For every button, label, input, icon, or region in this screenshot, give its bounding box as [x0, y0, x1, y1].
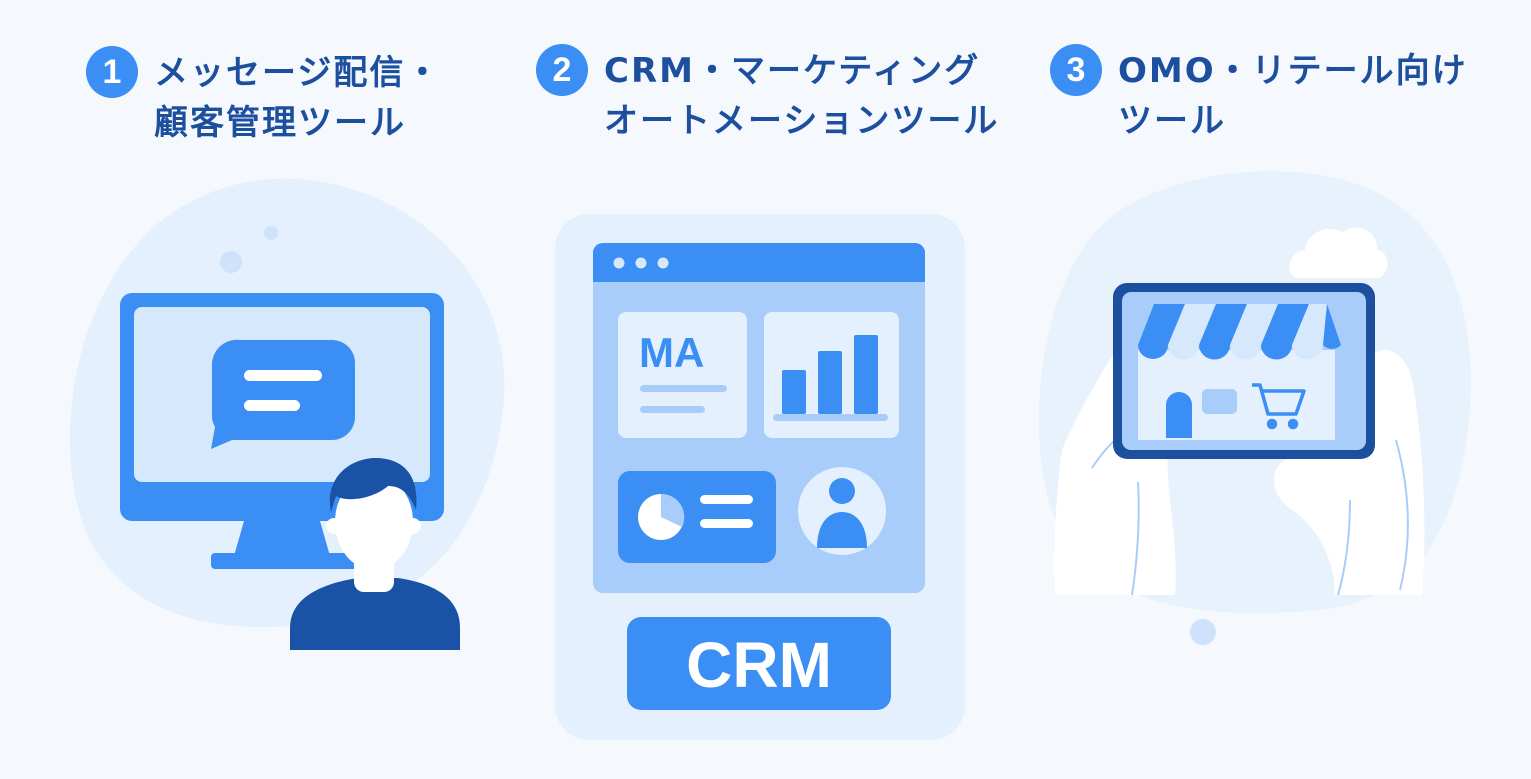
awning-stripes: [1138, 304, 1341, 360]
section-2-number-badge: 2: [536, 44, 588, 96]
pie-chart-icon: [638, 493, 685, 540]
crm-button-label: CRM: [686, 629, 832, 701]
section-2-title-line-1: CRM・マーケティング: [604, 51, 981, 91]
ma-card: MA: [618, 312, 747, 438]
user-avatar-icon: [798, 467, 886, 555]
bar-chart-icon: [773, 335, 888, 421]
crm-button[interactable]: CRM: [627, 617, 891, 710]
section-1-number-badge: 1: [86, 46, 138, 98]
section-3-title-line-1: OMO・リテール向け: [1118, 51, 1468, 91]
section-3-illustration: [1038, 171, 1471, 645]
bar-chart-card: [764, 312, 899, 438]
section-3-number-badge: 3: [1050, 44, 1102, 96]
section-1-title: メッセージ配信・ 顧客管理ツール: [154, 48, 441, 148]
section-1-title-line-1: メッセージ配信・: [154, 53, 442, 93]
section-2-illustration: MA: [555, 214, 965, 740]
storefront-icon: [1138, 304, 1341, 440]
hands-icon: [1054, 330, 1425, 596]
section-1-title-line-2: 顧客管理ツール: [154, 103, 406, 143]
shopping-cart-icon: [1252, 383, 1306, 430]
decor-dot: [264, 226, 278, 240]
window-dot: [635, 257, 647, 269]
section-1-illustration: [69, 178, 505, 650]
section-3-heading: 3 OMO・リテール向け ツール: [1050, 44, 1468, 146]
decor-dot: [1190, 619, 1216, 645]
pie-chart-card: [618, 471, 776, 563]
section-3-title: OMO・リテール向け ツール: [1118, 46, 1468, 146]
section-2-title: CRM・マーケティング オートメーションツール: [604, 46, 999, 146]
section-1-heading: 1 メッセージ配信・ 顧客管理ツール: [86, 46, 441, 148]
person-icon: [290, 458, 460, 650]
decor-dot: [220, 251, 242, 273]
section-2-title-line-2: オートメーションツール: [604, 101, 1000, 141]
window-dot: [613, 257, 625, 269]
section-2-heading: 2 CRM・マーケティング オートメーションツール: [536, 44, 999, 146]
cloud-icon: [1289, 227, 1388, 278]
chat-bubble-icon: [211, 339, 355, 449]
ma-card-label: MA: [639, 329, 704, 376]
section-3-title-line-2: ツール: [1118, 101, 1226, 141]
window-dot: [657, 257, 669, 269]
